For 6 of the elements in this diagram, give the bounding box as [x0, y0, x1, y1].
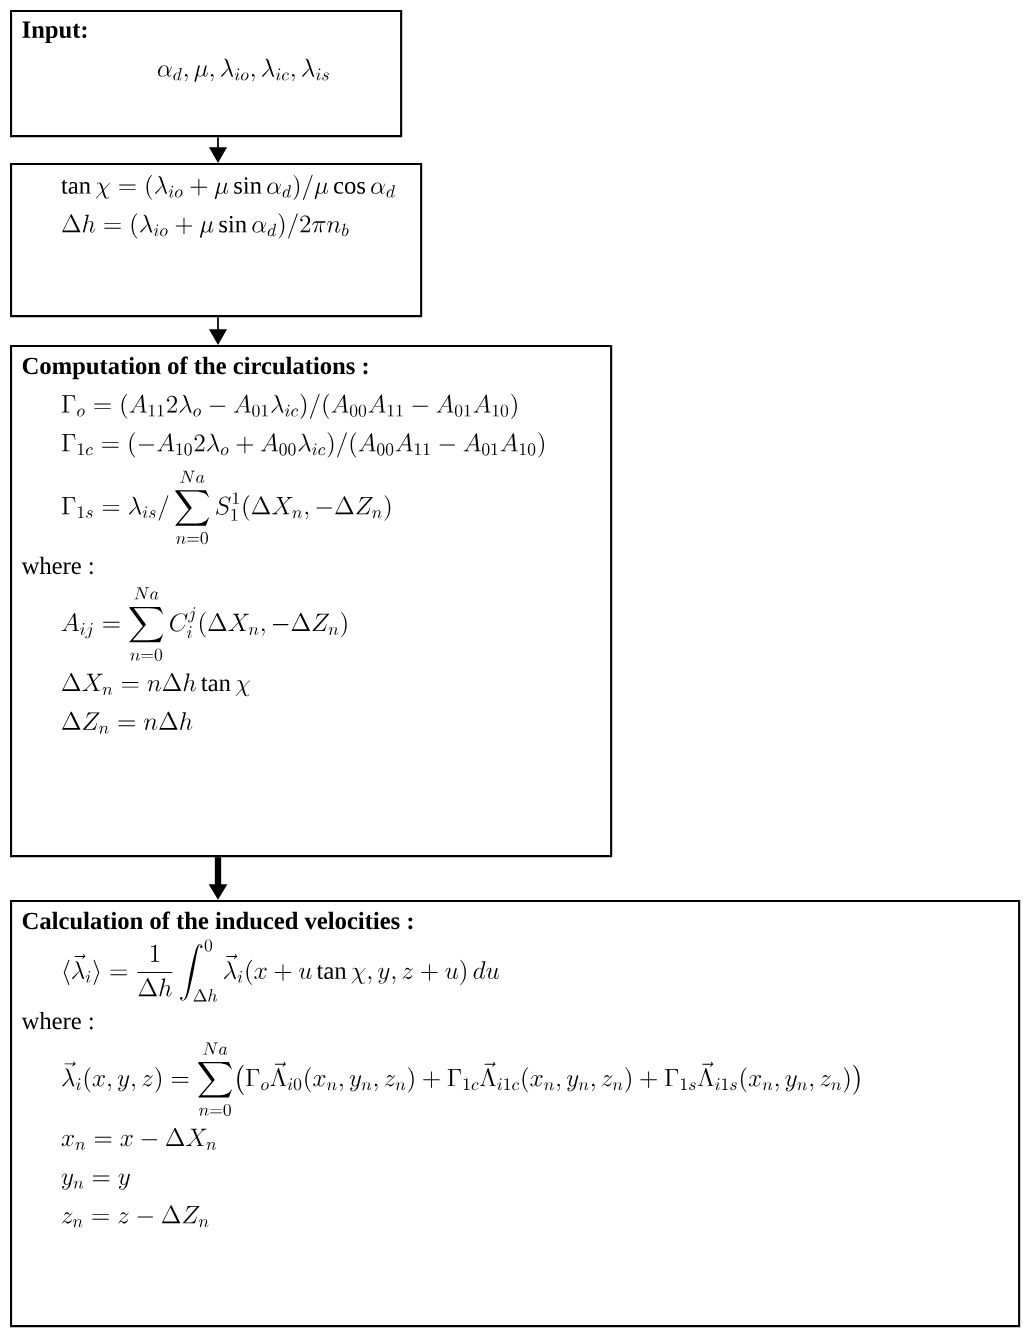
- arrow: [209, 136, 227, 163]
- process-box: $\tan\chi = (\lambda_{io} + \mu\sin\alpha_{d})/\mu\cos\alpha_{d}$ $\Delta h = (\lambda_{io} + \mu\sin\alpha_{d})/2\pi n_{b}$: [10, 163, 423, 318]
- process-box: Calculation of the induced velocities : $\langle\vec{\lambda}_{i}\rangle = \frac{1}{\Delta h}\int_{\Delta h}^{0}\vec{\lambda}_{i}(x + u\tan\chi, y, z + u)\,du$ where : $\vec{\lambda}_{i}(x,y,z) = \sum_{n=0}^{Na}\bigl(\Gamma_{o}\vec{\Lambda}_{i0}(x_{n},y_{n},z_{n}) + \Gamma_{1c}\vec{\Lambda}_{i1c}(x_{n},y_{n},z_{n}) + \Gamma_{1s}\vec{\Lambda}_{i1s}(x_{n},y_{n},z_{n})\bigr)$ $x_{n} = x - \Delta X_{n}$ $y_{n} = y$ $z_{n} = z - \Delta Z_{n}$: [10, 900, 1021, 1328]
- process-box: Input: $\alpha_{d}, \mu, \lambda_{io}, \lambda_{ic}, \lambda_{is}$: [10, 10, 403, 138]
- process-box: Computation of the circulations : $\Gamma_{o} = (A_{11}2\lambda_{o} - A_{01}\lambda_{ic})/(A_{00}A_{11} - A_{01}A_{10})$ $\Gamma_{1c} = (-A_{10}2\lambda_{o} + A_{00}\lambda_{ic})/(A_{00}A_{11} - A_{01}A_{10})$ $\Gamma_{1s} = \lambda_{is}/\sum_{n=0}^{Na} S_{1}^{1}(\Delta X_{n}, -\Delta Z_{n})$ where : $A_{ij} = \sum_{n=0}^{Na} C_{i}^{j}(\Delta X_{n}, -\Delta Z_{n})$ $\Delta X_{n} = n\Delta h\tan\chi$ $\Delta Z_{n} = n\Delta h$: [10, 345, 613, 858]
- arrow: [209, 316, 227, 345]
